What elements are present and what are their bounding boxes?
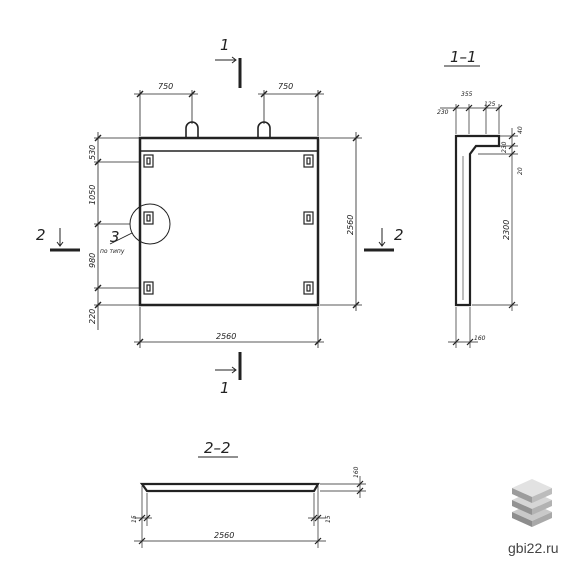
cut2-left-label: 2 xyxy=(36,226,46,244)
lifting-loop-right xyxy=(257,121,271,138)
section-markers: 1 1 2 2 xyxy=(36,36,404,397)
dim-top-left: 750 xyxy=(158,82,173,91)
dim-2-2-160: 160 xyxy=(353,466,360,478)
section-2-2-title: 2–2 xyxy=(204,439,231,457)
stacked-slabs-icon xyxy=(512,479,552,527)
section-1-1: 1–1 xyxy=(437,48,524,348)
dim-2-2-width: 2560 xyxy=(214,531,234,540)
dim-1-1-160: 160 xyxy=(474,335,486,342)
section-1-1-profile xyxy=(454,134,501,307)
dim-1-1-355: 355 xyxy=(461,91,473,98)
dim-1-1-2300: 2300 xyxy=(502,220,511,240)
left-dimensions xyxy=(94,132,140,330)
dim-1-1-125: 125 xyxy=(484,101,496,108)
dim-left-530: 530 xyxy=(88,145,97,160)
dim-1-1-20: 20 xyxy=(517,167,524,175)
dim-bottom-width: 2560 xyxy=(216,332,236,341)
embedded-parts xyxy=(143,154,314,295)
section-2-2: 2–2 15 2560 15 160 xyxy=(131,439,366,548)
dim-2-2-15-right: 15 xyxy=(325,515,332,523)
dim-1-1-40: 40 xyxy=(517,126,524,134)
dim-2-2-15-left: 15 xyxy=(131,515,138,523)
right-dimension xyxy=(320,132,362,311)
dim-right-height: 2560 xyxy=(346,215,355,235)
plan-view: 3 по типу 750 750 xyxy=(88,82,362,348)
dim-left-220: 220 xyxy=(88,309,97,324)
cut2-right-label: 2 xyxy=(394,226,404,244)
cut1-bottom-label: 1 xyxy=(220,379,230,397)
dim-1-1-230-top: 230 xyxy=(437,109,449,116)
detail-note: по типу xyxy=(100,248,125,255)
dim-left-1050: 1050 xyxy=(88,185,97,205)
dim-left-980: 980 xyxy=(88,253,97,268)
top-dimensions xyxy=(134,90,324,136)
section-1-1-title: 1–1 xyxy=(450,48,477,66)
cut1-top-label: 1 xyxy=(220,36,230,54)
detail-number: 3 xyxy=(110,228,120,246)
dim-1-1-230-side: 230 xyxy=(501,141,508,153)
slab-outline xyxy=(138,136,320,307)
bottom-dimension xyxy=(134,307,324,348)
lifting-loop-left xyxy=(185,121,199,138)
section-2-2-profile xyxy=(139,482,320,493)
watermark-text: gbi22.ru xyxy=(508,540,559,556)
dim-top-right: 750 xyxy=(278,82,293,91)
watermark: gbi22.ru xyxy=(508,479,559,556)
